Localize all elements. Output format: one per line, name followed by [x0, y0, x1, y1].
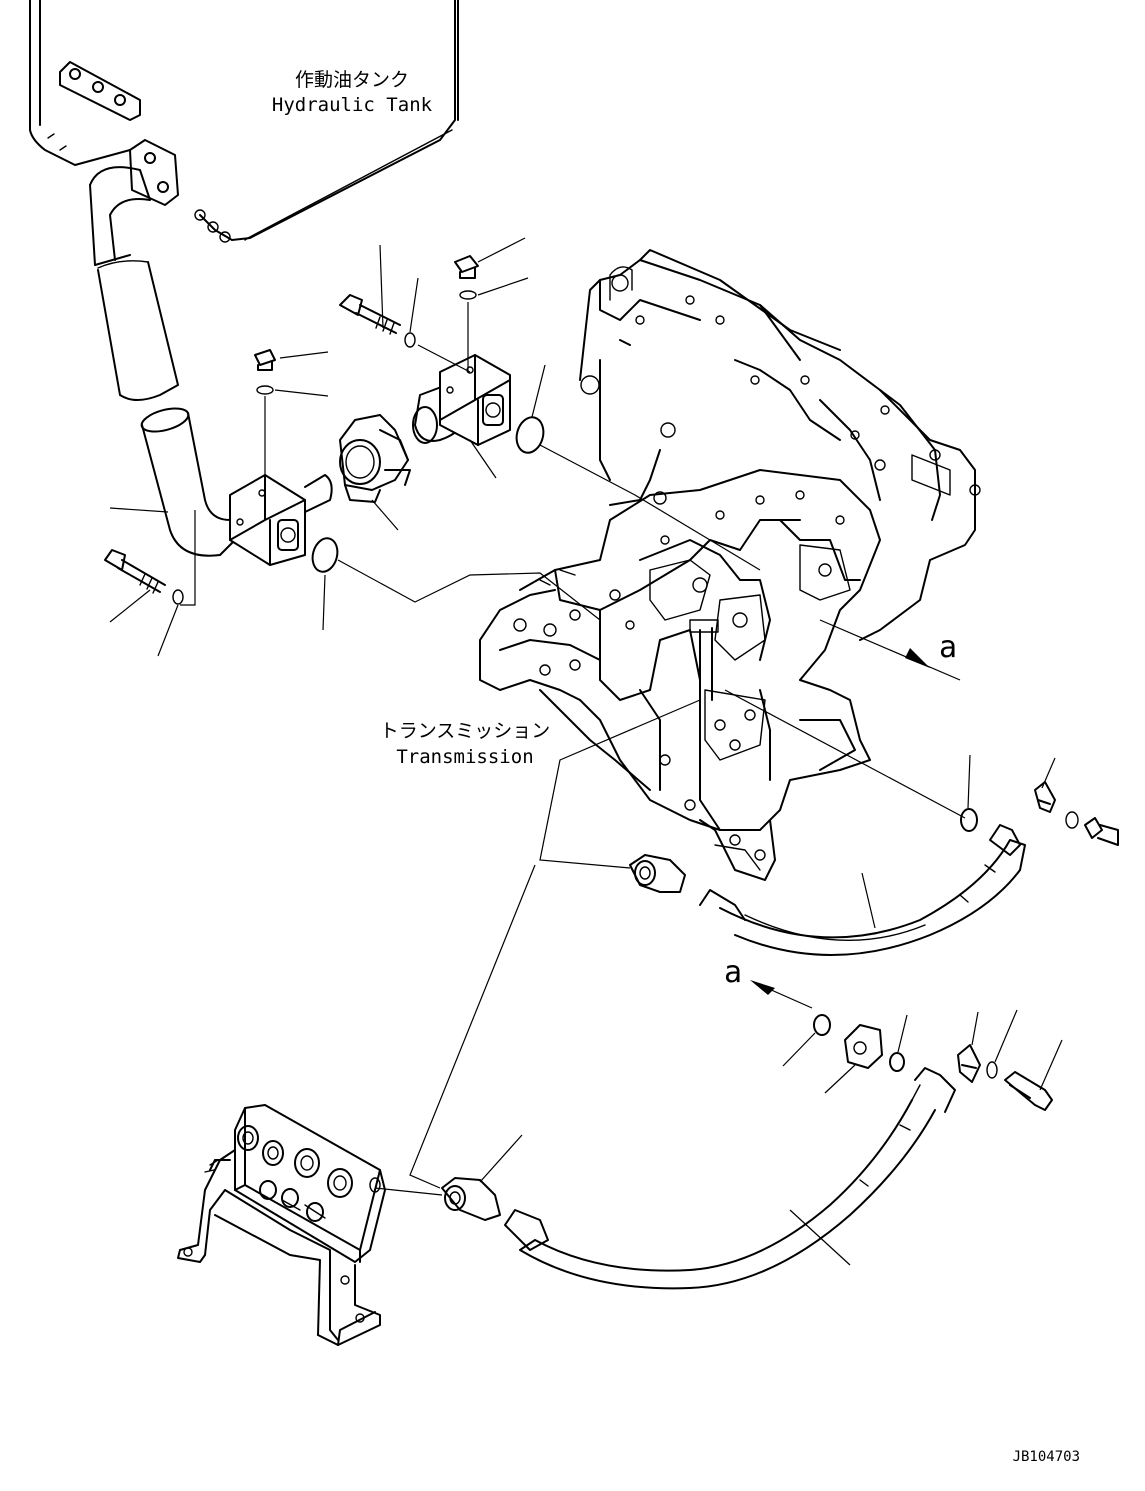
view-a-lower-marker: a [724, 955, 813, 1009]
tank-bracket [59, 61, 141, 121]
lower-hose-assembly [374, 1009, 1063, 1290]
drawing-number: JB104703 [1013, 1449, 1080, 1465]
o-ring-left [311, 537, 601, 631]
tank-label: 作動油タンク Hydraulic Tank [272, 69, 433, 116]
plug-left [254, 349, 329, 480]
leader-lines [409, 689, 966, 1189]
o-ring-right [515, 364, 761, 571]
suction-block-right [412, 354, 511, 479]
transmission-label-jp: トランスミッション [380, 720, 551, 742]
tank-label-en: Hydraulic Tank [272, 94, 433, 116]
manifold-bracket [177, 1149, 381, 1346]
bolt-left [104, 507, 196, 657]
hydraulic-tank [29, 0, 459, 243]
transmission [479, 249, 981, 881]
view-a-lower-label: a [724, 955, 742, 990]
view-a-upper-marker: a [819, 619, 961, 681]
tank-label-jp: 作動油タンク [295, 69, 409, 91]
manifold-block [234, 1104, 386, 1263]
coupling-clamp [339, 414, 411, 531]
suction-block-left [229, 474, 333, 566]
elbow-pipe [140, 407, 236, 557]
upper-hose-assembly [629, 754, 1119, 956]
bolt-right [339, 244, 471, 373]
tank-outlet-flange [129, 139, 179, 206]
transmission-label: トランスミッション Transmission [380, 720, 551, 768]
view-a-upper-label: a [939, 630, 957, 665]
suction-pipe-upper [89, 166, 179, 401]
tank-edge-bolts [194, 209, 231, 243]
plug-right [454, 237, 529, 372]
transmission-label-en: Transmission [396, 746, 533, 768]
